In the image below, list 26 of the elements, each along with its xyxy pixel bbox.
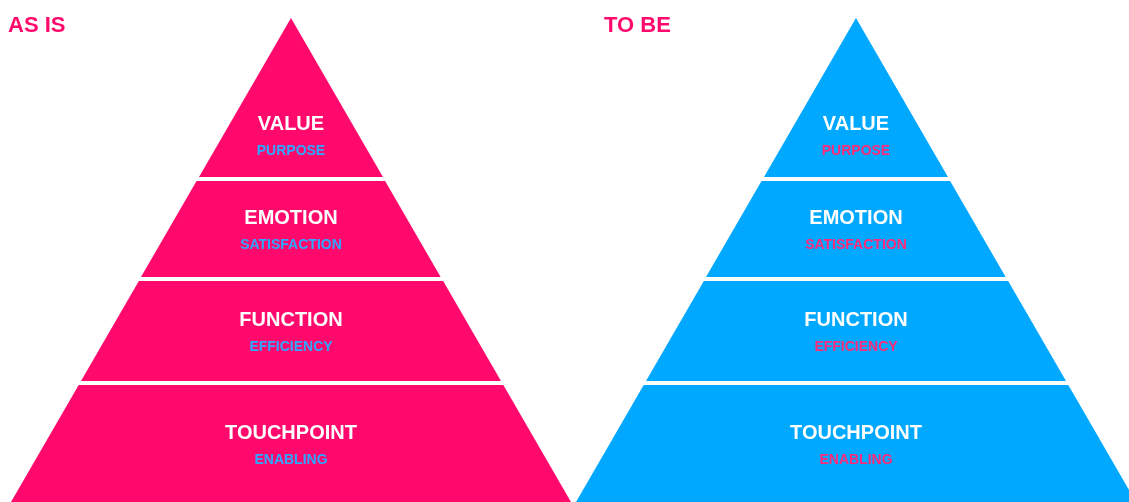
tier-title: VALUE [257, 111, 325, 135]
pyramid-tier [199, 18, 383, 177]
pyramid-tier [81, 281, 501, 381]
tier-subtitle: EFFICIENCY [814, 337, 898, 355]
tier-subtitle: PURPOSE [256, 141, 326, 159]
tier-subtitle: SATISFACTION [805, 235, 907, 253]
pyramid-heading: AS IS [8, 12, 66, 38]
pyramid-tier [764, 18, 948, 177]
tier-title: FUNCTION [804, 307, 908, 331]
pyramid-tier [646, 281, 1066, 381]
tier-title: TOUCHPOINT [225, 419, 357, 444]
pyramid-tier [706, 181, 1006, 277]
tier-subtitle: SATISFACTION [240, 235, 342, 253]
tier-title: EMOTION [809, 205, 903, 229]
tier-subtitle: ENABLING [819, 449, 893, 468]
tier-title: VALUE [822, 111, 890, 135]
tier-title: FUNCTION [239, 307, 343, 331]
tier-title: EMOTION [244, 205, 338, 229]
pyramid-heading: TO BE [604, 12, 671, 38]
tier-title: TOUCHPOINT [790, 419, 922, 444]
tier-subtitle: ENABLING [254, 449, 328, 468]
tier-subtitle: EFFICIENCY [249, 337, 333, 355]
pyramid-tier [11, 385, 571, 502]
pyramid-tier [576, 385, 1129, 502]
tier-subtitle: PURPOSE [821, 141, 891, 159]
pyramid-tier [141, 181, 441, 277]
